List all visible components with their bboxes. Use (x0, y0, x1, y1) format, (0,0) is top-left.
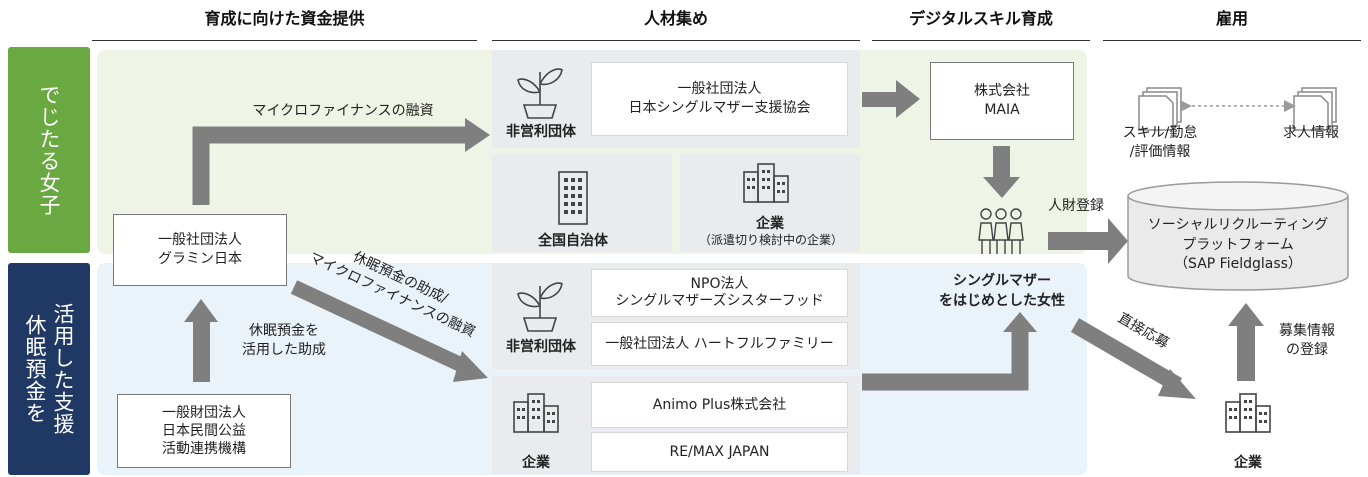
node-grameen-text: 一般社団法人 グラミン日本 (158, 232, 242, 267)
node-sister-food-text: NPO法人 シングルマザーズシスターフッド (615, 275, 824, 310)
node-remax-text: RE/MAX JAPAN (669, 443, 770, 460)
document-icon-skills (1138, 87, 1182, 131)
companies-icon-right (1225, 393, 1271, 433)
header-funding: 育成に向けた資金提供 (92, 6, 477, 41)
label-companies-bottom: 企業 (522, 455, 550, 471)
arrow-microfinance (192, 126, 465, 205)
arrow-label-dormant-grant: 休眠預金を 活用した助成 (242, 323, 326, 358)
arrow-to-maia-shaft (862, 92, 898, 107)
arrow-label-registration: 人財登録 (1048, 198, 1104, 214)
arrow-label-microfinance: マイクロファイナンスの融資 (252, 103, 434, 119)
label-job-info: 求人情報 (1283, 125, 1339, 141)
header-recruit: 人材集め (492, 6, 860, 41)
platform-text: ソーシャルリクルーティング プラットフォーム （SAP Fieldglass） (1147, 217, 1329, 273)
node-heartful: 一般社団法人 ハートフルファミリー (591, 322, 848, 366)
women-icon (978, 208, 1024, 254)
arrow-companies-up (862, 330, 1029, 391)
arrow-registration-head (1108, 218, 1128, 264)
label-companies-top: 企業 (756, 216, 784, 232)
label-municipalities: 全国自治体 (538, 233, 608, 249)
label-women: シングルマザー をはじめとした女性 (939, 273, 1065, 309)
node-animo: Animo Plus株式会社 (591, 382, 848, 428)
arrow-diagonal-head (453, 351, 488, 382)
arrow-registration-shaft (1048, 232, 1112, 250)
document-icon-jobs (1293, 87, 1337, 131)
companies-icon-top (743, 163, 789, 203)
node-heartful-text: 一般社団法人 ハートフルファミリー (605, 335, 834, 352)
header-employment: 雇用 (1103, 6, 1361, 41)
node-jana: 一般財団法人 日本民間公益 活動連携機構 (117, 394, 291, 468)
companies-icon-bottom (513, 393, 559, 433)
arrow-to-maia-head (896, 80, 920, 118)
seedling-icon-top (517, 68, 563, 119)
arrow-job-reg-head (1228, 303, 1264, 326)
node-jana-text: 一般財団法人 日本民間公益 活動連携機構 (162, 404, 246, 458)
node-sister-food: NPO法人 シングルマザーズシスターフッド (591, 269, 848, 317)
node-remax: RE/MAX JAPAN (591, 432, 848, 472)
sidebar-dejital-joshi: でじたる女子 (8, 47, 90, 253)
arrow-companies-up-head (1003, 312, 1037, 332)
label-skills-info: スキル/勤怠 /評価情報 (1122, 125, 1198, 160)
platform-cylinder (1127, 181, 1349, 291)
arrow-diagonal-shaft (290, 280, 472, 375)
arrow-dormant-shaft (193, 322, 210, 382)
label-companies-sub: （派遣切り検討中の企業） (698, 233, 843, 247)
arrow-dormant-head (184, 299, 218, 322)
sidebar-bottom-col2: 活用した支援 (51, 303, 76, 435)
arrow-label-job-registration: 募集情報 の登録 (1279, 323, 1335, 358)
node-animo-text: Animo Plus株式会社 (652, 396, 787, 413)
arrow-job-reg-shaft (1237, 325, 1255, 381)
label-npo-bottom: 非営利団体 (506, 339, 576, 355)
sidebar-dormant-deposit: 休眠預金を 活用した支援 (8, 263, 90, 475)
node-grameen: 一般社団法人 グラミン日本 (113, 214, 287, 286)
seedling-icon-bottom (517, 282, 563, 332)
node-single-mother-assoc-text: 一般社団法人 日本シングルマザー支援協会 (628, 81, 811, 116)
label-npo-top: 非営利団体 (506, 124, 576, 140)
node-single-mother-assoc: 一般社団法人 日本シングルマザー支援協会 (591, 62, 848, 136)
header-skills: デジタルスキル育成 (872, 6, 1090, 41)
node-maia-text: 株式会社 MAIA (974, 83, 1030, 118)
arrow-direct-apply-head (1158, 369, 1196, 399)
arrow-direct-apply-shaft (1070, 318, 1183, 392)
label-company-right: 企業 (1234, 455, 1262, 471)
arrow-maia-down-head (983, 177, 1020, 198)
sidebar-bottom-col1: 休眠預金を (23, 314, 47, 424)
node-maia: 株式会社 MAIA (930, 62, 1074, 140)
arrow-microfinance-head (465, 118, 490, 152)
municipal-building-icon (558, 171, 588, 225)
sidebar-top-text: でじたる女子 (37, 84, 62, 216)
arrow-maia-down-shaft (993, 146, 1010, 178)
